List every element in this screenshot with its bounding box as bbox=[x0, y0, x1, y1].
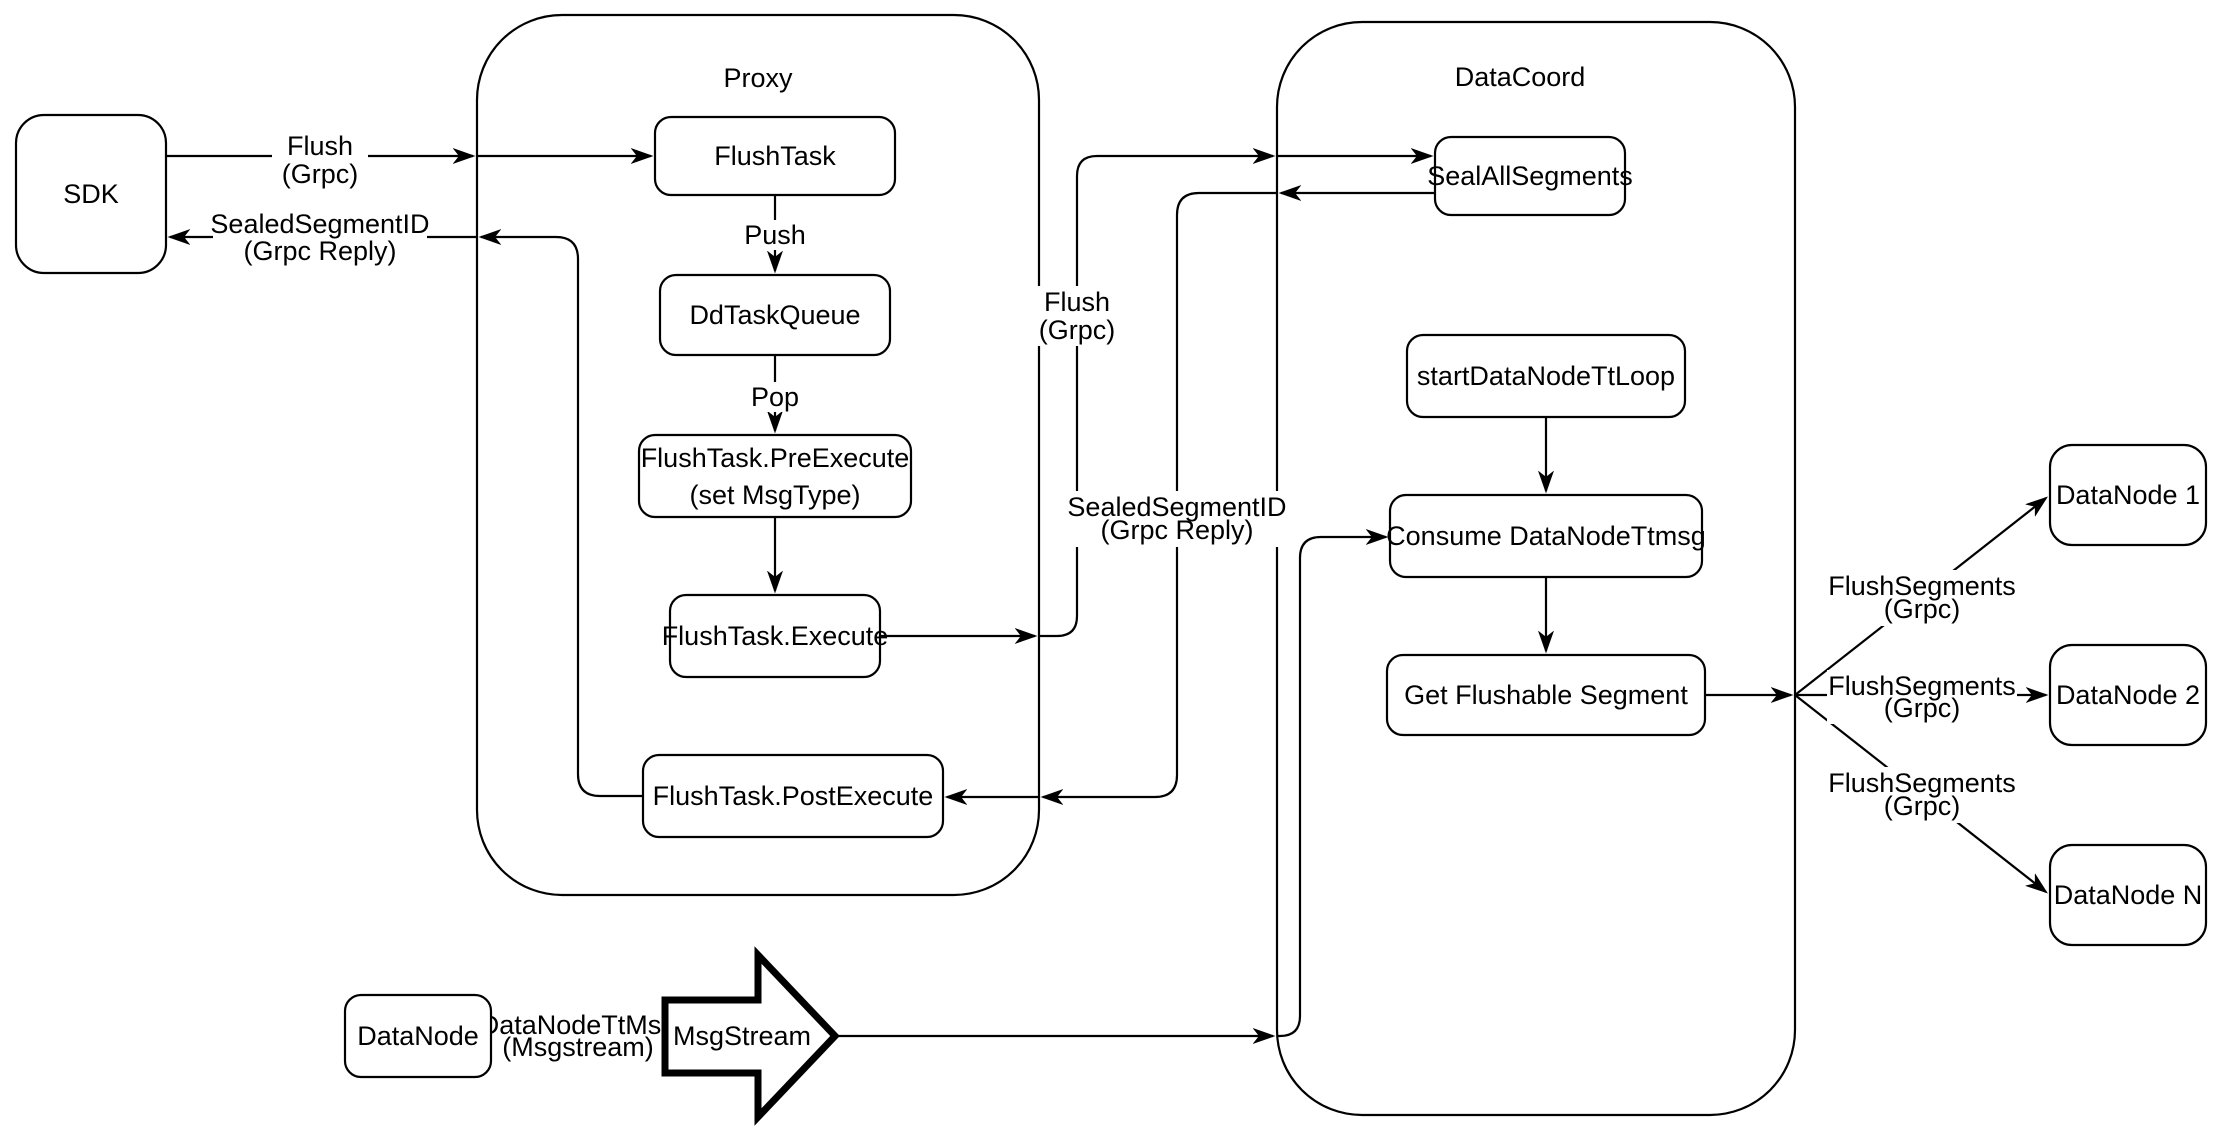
node-preexecute-label-line2: (set MsgType) bbox=[689, 480, 860, 510]
msgstream-block-arrow-shape bbox=[661, 946, 840, 1126]
node-postexecute: FlushTask.PostExecute bbox=[641, 753, 945, 839]
node-preexecute: FlushTask.PreExecute (set MsgType) bbox=[637, 433, 913, 519]
node-sdk-label: SDK bbox=[63, 179, 119, 209]
node-msgstream: MsgStream bbox=[661, 946, 840, 1126]
edge-label-bg bbox=[1827, 570, 2017, 626]
node-ddtaskqueue: DdTaskQueue bbox=[658, 273, 892, 357]
node-preexecute-label-line1: FlushTask.PreExecute bbox=[641, 443, 910, 473]
node-datanode1: DataNode 1 bbox=[2048, 443, 2208, 547]
node-datanode2-label: DataNode 2 bbox=[2056, 680, 2200, 710]
edge-label-text: (Msgstream) bbox=[502, 1032, 654, 1062]
edge-postexecute-up-to-proxyborder bbox=[481, 237, 643, 798]
edge-label-text: (Grpc Reply) bbox=[243, 236, 396, 266]
node-getflushablesegment-box bbox=[1385, 653, 1707, 737]
node-execute-label: FlushTask.Execute bbox=[662, 621, 889, 651]
edge-label-flushsegments-2: FlushSegments (Grpc) bbox=[1827, 670, 2017, 724]
edge-label-sealedsegmentid-sdk: SealedSegmentID (Grpc Reply) bbox=[210, 208, 430, 268]
proxy-container-label: Proxy bbox=[723, 63, 793, 93]
node-postexecute-box bbox=[641, 753, 945, 839]
node-flushtask-label: FlushTask bbox=[714, 141, 836, 171]
node-sdk-box bbox=[14, 113, 168, 275]
node-flushtask: FlushTask bbox=[653, 115, 897, 197]
edge-label-datanodettmsg: DataNodeTtMsg (Msgstream) bbox=[480, 1009, 677, 1063]
node-datanode-source-box bbox=[343, 993, 493, 1079]
node-startdatanodettloop: startDataNodeTtLoop bbox=[1405, 333, 1687, 419]
node-datanode-source: DataNode bbox=[343, 993, 493, 1079]
edge-label-flush-mid: Flush (Grpc) bbox=[1029, 286, 1125, 346]
node-sealallsegments-box bbox=[1433, 135, 1627, 217]
edge-label-bg bbox=[1070, 491, 1284, 547]
edge-label-text: (Grpc) bbox=[282, 159, 359, 189]
edge-label-flushsegments-3: FlushSegments (Grpc) bbox=[1827, 767, 2017, 823]
edge-label-bg bbox=[1827, 767, 2017, 823]
edge-label-bg bbox=[272, 130, 368, 190]
edge-label-flushsegments-1: FlushSegments (Grpc) bbox=[1827, 570, 2017, 626]
node-datanode1-label: DataNode 1 bbox=[2056, 480, 2200, 510]
edge-label-text: SealedSegmentID bbox=[1067, 492, 1286, 522]
node-postexecute-label: FlushTask.PostExecute bbox=[653, 781, 934, 811]
node-execute-box bbox=[668, 593, 882, 679]
edge-label-text: Flush bbox=[1044, 287, 1110, 317]
edge-label-flush-sdk: Flush (Grpc) bbox=[272, 130, 368, 190]
node-ddtaskqueue-box bbox=[658, 273, 892, 357]
edge-flush-up-to-datacoord bbox=[1039, 156, 1273, 638]
edge-msgstream-up-to-consume bbox=[1277, 537, 1386, 1038]
node-datanode-source-label: DataNode bbox=[357, 1021, 479, 1051]
node-datanoden-box bbox=[2048, 843, 2208, 947]
edge-label-text: Push bbox=[744, 220, 806, 250]
edge-label-text: (Grpc) bbox=[1039, 315, 1116, 345]
proxy-container bbox=[475, 13, 1041, 897]
edge-label-bg bbox=[213, 208, 427, 268]
node-datanode2-box bbox=[2048, 643, 2208, 747]
node-datanode1-box bbox=[2048, 443, 2208, 547]
edge-label-bg bbox=[481, 1009, 675, 1063]
node-ddtaskqueue-label: DdTaskQueue bbox=[689, 300, 860, 330]
edge-label-bg bbox=[737, 220, 813, 250]
edge-label-bg bbox=[1029, 286, 1125, 346]
node-consumedatanodettmsg-box bbox=[1388, 493, 1704, 579]
node-getflushablesegment: Get Flushable Segment bbox=[1385, 653, 1707, 737]
node-consumedatanodettmsg: Consume DataNodeTtmsg bbox=[1386, 493, 1706, 579]
node-sdk: SDK bbox=[14, 113, 168, 275]
edge-label-text: SealedSegmentID bbox=[210, 209, 429, 239]
edge-label-sealedsegmentid-mid: SealedSegmentID (Grpc Reply) bbox=[1067, 491, 1287, 547]
node-execute: FlushTask.Execute bbox=[662, 593, 889, 679]
node-consumedatanodettmsg-label: Consume DataNodeTtmsg bbox=[1386, 521, 1706, 551]
node-datanoden-label: DataNode N bbox=[2054, 880, 2203, 910]
datacoord-container bbox=[1275, 20, 1797, 1117]
datacoord-container-label: DataCoord bbox=[1455, 62, 1586, 92]
edge-label-text: (Grpc) bbox=[1884, 693, 1961, 723]
edge-label-text: FlushSegments bbox=[1828, 671, 2016, 701]
edge-label-text: Flush bbox=[287, 131, 353, 161]
edge-label-bg bbox=[746, 382, 804, 412]
node-startdatanodettloop-label: startDataNodeTtLoop bbox=[1417, 361, 1675, 391]
node-flushtask-box bbox=[653, 115, 897, 197]
node-sealallsegments: SealAllSegments bbox=[1427, 135, 1633, 217]
edge-label-push: Push bbox=[737, 220, 813, 250]
edge-label-text: FlushSegments bbox=[1828, 571, 2016, 601]
node-msgstream-label: MsgStream bbox=[673, 1021, 811, 1051]
edge-label-text: (Grpc) bbox=[1884, 791, 1961, 821]
edge-label-text: (Grpc) bbox=[1884, 594, 1961, 624]
node-preexecute-box bbox=[637, 433, 913, 519]
edge-label-text: Pop bbox=[751, 382, 799, 412]
edge-label-text: DataNodeTtMsg bbox=[480, 1010, 677, 1040]
edge-label-pop: Pop bbox=[746, 382, 804, 412]
node-getflushablesegment-label: Get Flushable Segment bbox=[1404, 680, 1688, 710]
edge-label-text: FlushSegments bbox=[1828, 768, 2016, 798]
node-sealallsegments-label: SealAllSegments bbox=[1427, 161, 1633, 191]
node-startdatanodettloop-box bbox=[1405, 333, 1687, 419]
edge-label-bg bbox=[1827, 670, 2017, 724]
node-datanode2: DataNode 2 bbox=[2048, 643, 2208, 747]
edge-label-text: (Grpc Reply) bbox=[1100, 515, 1253, 545]
node-datanoden: DataNode N bbox=[2048, 843, 2208, 947]
